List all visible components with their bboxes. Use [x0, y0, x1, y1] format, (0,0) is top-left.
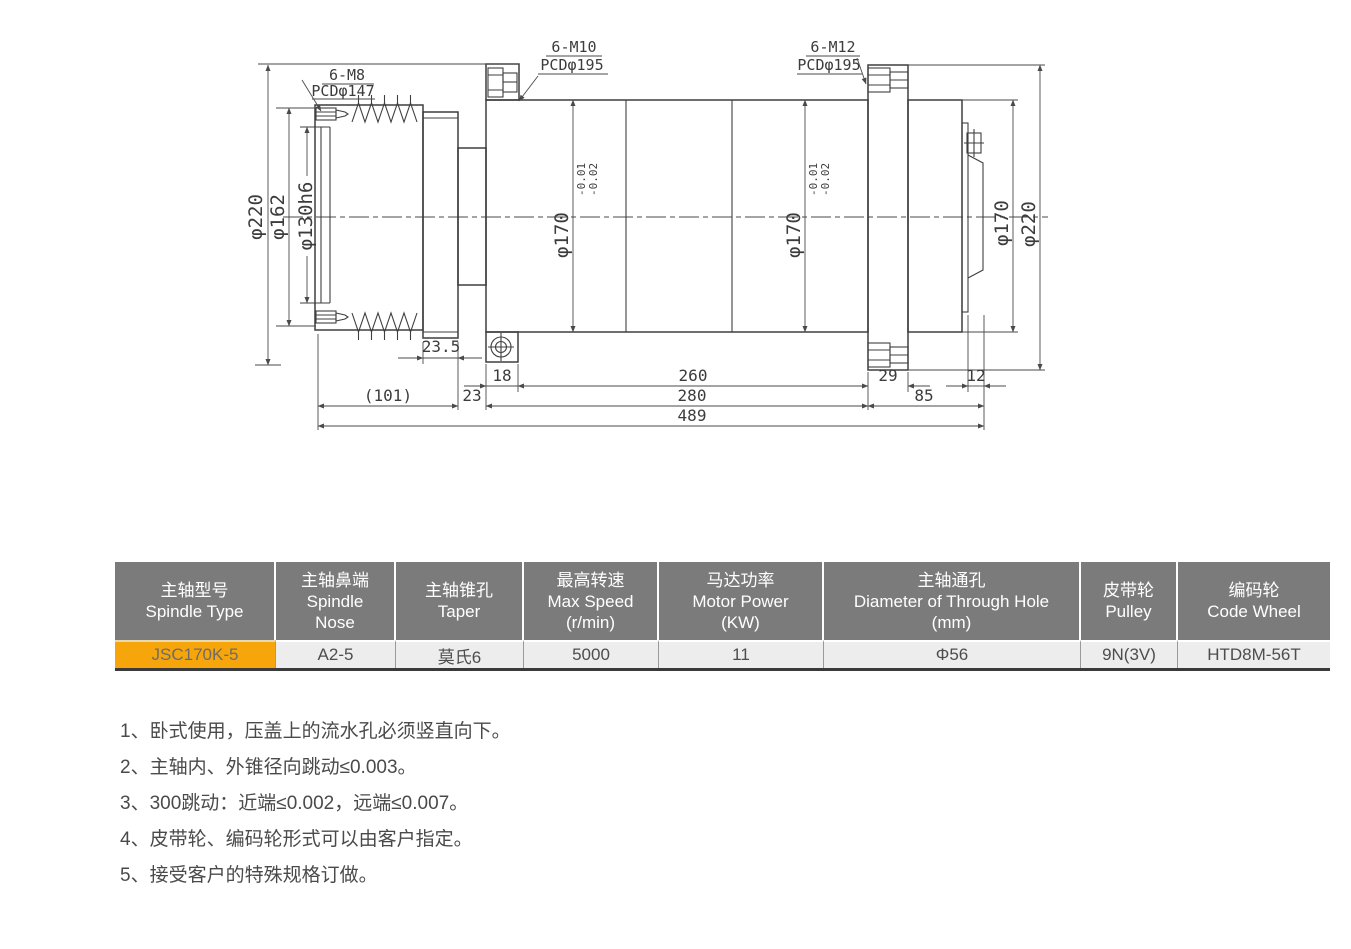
dim-phi220-right-label: φ220 — [1018, 201, 1040, 247]
col-header-spindle-nose-en2: Nose — [315, 612, 355, 632]
cell-max-speed: 5000 — [524, 640, 659, 668]
dim-23-5-label: 23.5 — [422, 337, 461, 356]
col-header-spindle-nose: 主轴鼻端 Spindle Nose — [276, 562, 396, 640]
dim-phi170-front: φ170 -0.01 -0.02 — [551, 99, 600, 333]
cell-code-wheel: HTD8M-56T — [1178, 640, 1330, 668]
dim-phi170-rear-label: φ170 — [783, 212, 805, 258]
col-header-spindle-nose-en: Spindle — [306, 591, 364, 611]
col-header-taper-en: Taper — [437, 602, 481, 621]
dim-phi220-right: φ220 — [908, 64, 1045, 371]
cell-spindle-nose: A2-5 — [276, 640, 396, 668]
cell-through-hole: Φ56 — [824, 640, 1081, 668]
cell-pulley: 9N(3V) — [1081, 640, 1178, 668]
col-header-spindle-nose-zh: 主轴鼻端 — [301, 570, 369, 590]
note-3: 3、300跳动：近端≤0.002，远端≤0.007。 — [120, 793, 469, 814]
col-header-max-speed-en: Max Speed — [547, 591, 634, 611]
cell-motor-power: 11 — [659, 640, 824, 668]
dim-phi170-rear-tol-lower: -0.02 — [819, 163, 832, 196]
col-header-taper: 主轴锥孔 Taper — [396, 562, 524, 640]
dim-101-label: (101) — [364, 386, 412, 405]
dim-phi162-label: φ162 — [267, 194, 289, 240]
col-header-max-speed: 最高转速 Max Speed (r/min) — [524, 562, 659, 640]
col-header-through-hole-zh: 主轴通孔 — [917, 570, 986, 590]
dim-phi130h6-label: φ130h6 — [295, 182, 317, 251]
dim-29: 29 — [878, 366, 930, 389]
dim-85-label: 85 — [914, 386, 933, 405]
dim-phi170-front-tol-lower: -0.02 — [587, 163, 600, 196]
dim-489-label: 489 — [678, 406, 707, 425]
col-header-spindle-type-zh: 主轴型号 — [160, 581, 229, 600]
dim-18: 18 — [464, 366, 518, 389]
note-5: 5、接受客户的特殊规格订做。 — [120, 865, 378, 886]
col-header-spindle-type-en: Spindle Type — [145, 602, 244, 621]
dim-phi220-left-label: φ220 — [245, 194, 267, 240]
dim-phi170-front-label: φ170 — [551, 212, 573, 258]
note-4: 4、皮带轮、编码轮形式可以由客户指定。 — [120, 829, 473, 850]
callout-m10-thread: 6-M10 — [551, 38, 596, 56]
callout-m12-pcd: PCDφ195 — [797, 56, 860, 74]
col-header-through-hole-en2: (mm) — [931, 612, 972, 632]
col-header-pulley-en: Pulley — [1105, 602, 1152, 621]
col-header-motor-power: 马达功率 Motor Power (KW) — [659, 562, 824, 640]
notes-list: 1、卧式使用，压盖上的流水孔必须竖直向下。 2、主轴内、外锥径向跳动≤0.003… — [120, 714, 511, 894]
dim-85: 85 — [867, 386, 985, 409]
callout-m10-pcd: PCDφ195 — [540, 56, 603, 74]
callout-6m10: 6-M10 PCDφ195 — [518, 38, 608, 102]
callout-m12-thread: 6-M12 — [810, 38, 855, 56]
note-1: 1、卧式使用，压盖上的流水孔必须竖直向下。 — [120, 721, 511, 742]
col-header-motor-power-en: Motor Power — [692, 591, 789, 611]
col-header-taper-zh: 主轴锥孔 — [425, 581, 493, 600]
spec-table-header-row: 主轴型号 Spindle Type 主轴鼻端 Spindle Nose 主轴锥孔… — [115, 562, 1330, 640]
spindle-technical-drawing: 6-M8 PCDφ147 6-M10 PCDφ195 6-M12 PCDφ195… — [245, 38, 1048, 430]
callout-6m12: 6-M12 PCDφ195 — [797, 38, 867, 85]
dim-260-label: 260 — [679, 366, 708, 385]
dim-phi162: φ162 — [267, 107, 316, 327]
dim-phi170-rear: φ170 -0.01 -0.02 — [783, 99, 832, 333]
dim-280-label: 280 — [678, 386, 707, 405]
col-header-code-wheel: 编码轮 Code Wheel — [1178, 562, 1330, 640]
dim-phi170-right-label: φ170 — [991, 200, 1013, 246]
col-header-pulley-zh: 皮带轮 — [1103, 581, 1154, 600]
dim-23-5: 23.5 — [398, 337, 482, 361]
spindle-body-outline — [300, 63, 984, 371]
dim-12-label: 12 — [966, 366, 985, 385]
col-header-motor-power-en2: (KW) — [721, 612, 760, 632]
cell-taper: 莫氏6 — [396, 640, 524, 668]
dim-phi130h6: φ130h6 — [295, 126, 317, 304]
col-header-code-wheel-en: Code Wheel — [1207, 602, 1301, 621]
spec-table-data-row: JSC170K-5 A2-5 莫氏6 5000 11 Φ56 9N(3V) HT… — [115, 640, 1330, 668]
dim-12: 12 — [946, 366, 1006, 389]
dim-phi170-rear-tol-upper: -0.01 — [807, 163, 820, 196]
note-2: 2、主轴内、外锥径向跳动≤0.003。 — [120, 757, 417, 778]
dim-23: 23 — [462, 386, 481, 405]
dim-phi170-right: φ170 — [962, 99, 1018, 333]
cell-spindle-type: JSC170K-5 — [115, 640, 276, 668]
dim-18-label: 18 — [492, 366, 511, 385]
dim-260: 260 — [517, 366, 869, 389]
dim-101: (101) — [317, 386, 459, 409]
col-header-through-hole-en: Diameter of Through Hole — [853, 591, 1050, 611]
dim-23-label: 23 — [462, 386, 481, 405]
col-header-through-hole: 主轴通孔 Diameter of Through Hole (mm) — [824, 562, 1081, 640]
col-header-max-speed-en2: (r/min) — [565, 612, 616, 632]
callout-6m8: 6-M8 PCDφ147 — [301, 66, 375, 112]
col-header-motor-power-zh: 马达功率 — [706, 570, 775, 590]
dim-phi220-left: φ220 — [245, 63, 519, 366]
dim-280: 280 — [485, 386, 869, 409]
callout-m8-pcd: PCDφ147 — [311, 82, 374, 100]
spec-table: 主轴型号 Spindle Type 主轴鼻端 Spindle Nose 主轴锥孔… — [115, 562, 1330, 671]
dim-29-label: 29 — [878, 366, 897, 385]
dim-489: 489 — [317, 406, 985, 429]
col-header-code-wheel-zh: 编码轮 — [1228, 581, 1280, 600]
dim-phi170-front-tol-upper: -0.01 — [575, 163, 588, 196]
col-header-spindle-type: 主轴型号 Spindle Type — [115, 562, 276, 640]
col-header-max-speed-zh: 最高转速 — [556, 570, 625, 590]
callout-m8-thread: 6-M8 — [329, 66, 365, 84]
col-header-pulley: 皮带轮 Pulley — [1081, 562, 1178, 640]
